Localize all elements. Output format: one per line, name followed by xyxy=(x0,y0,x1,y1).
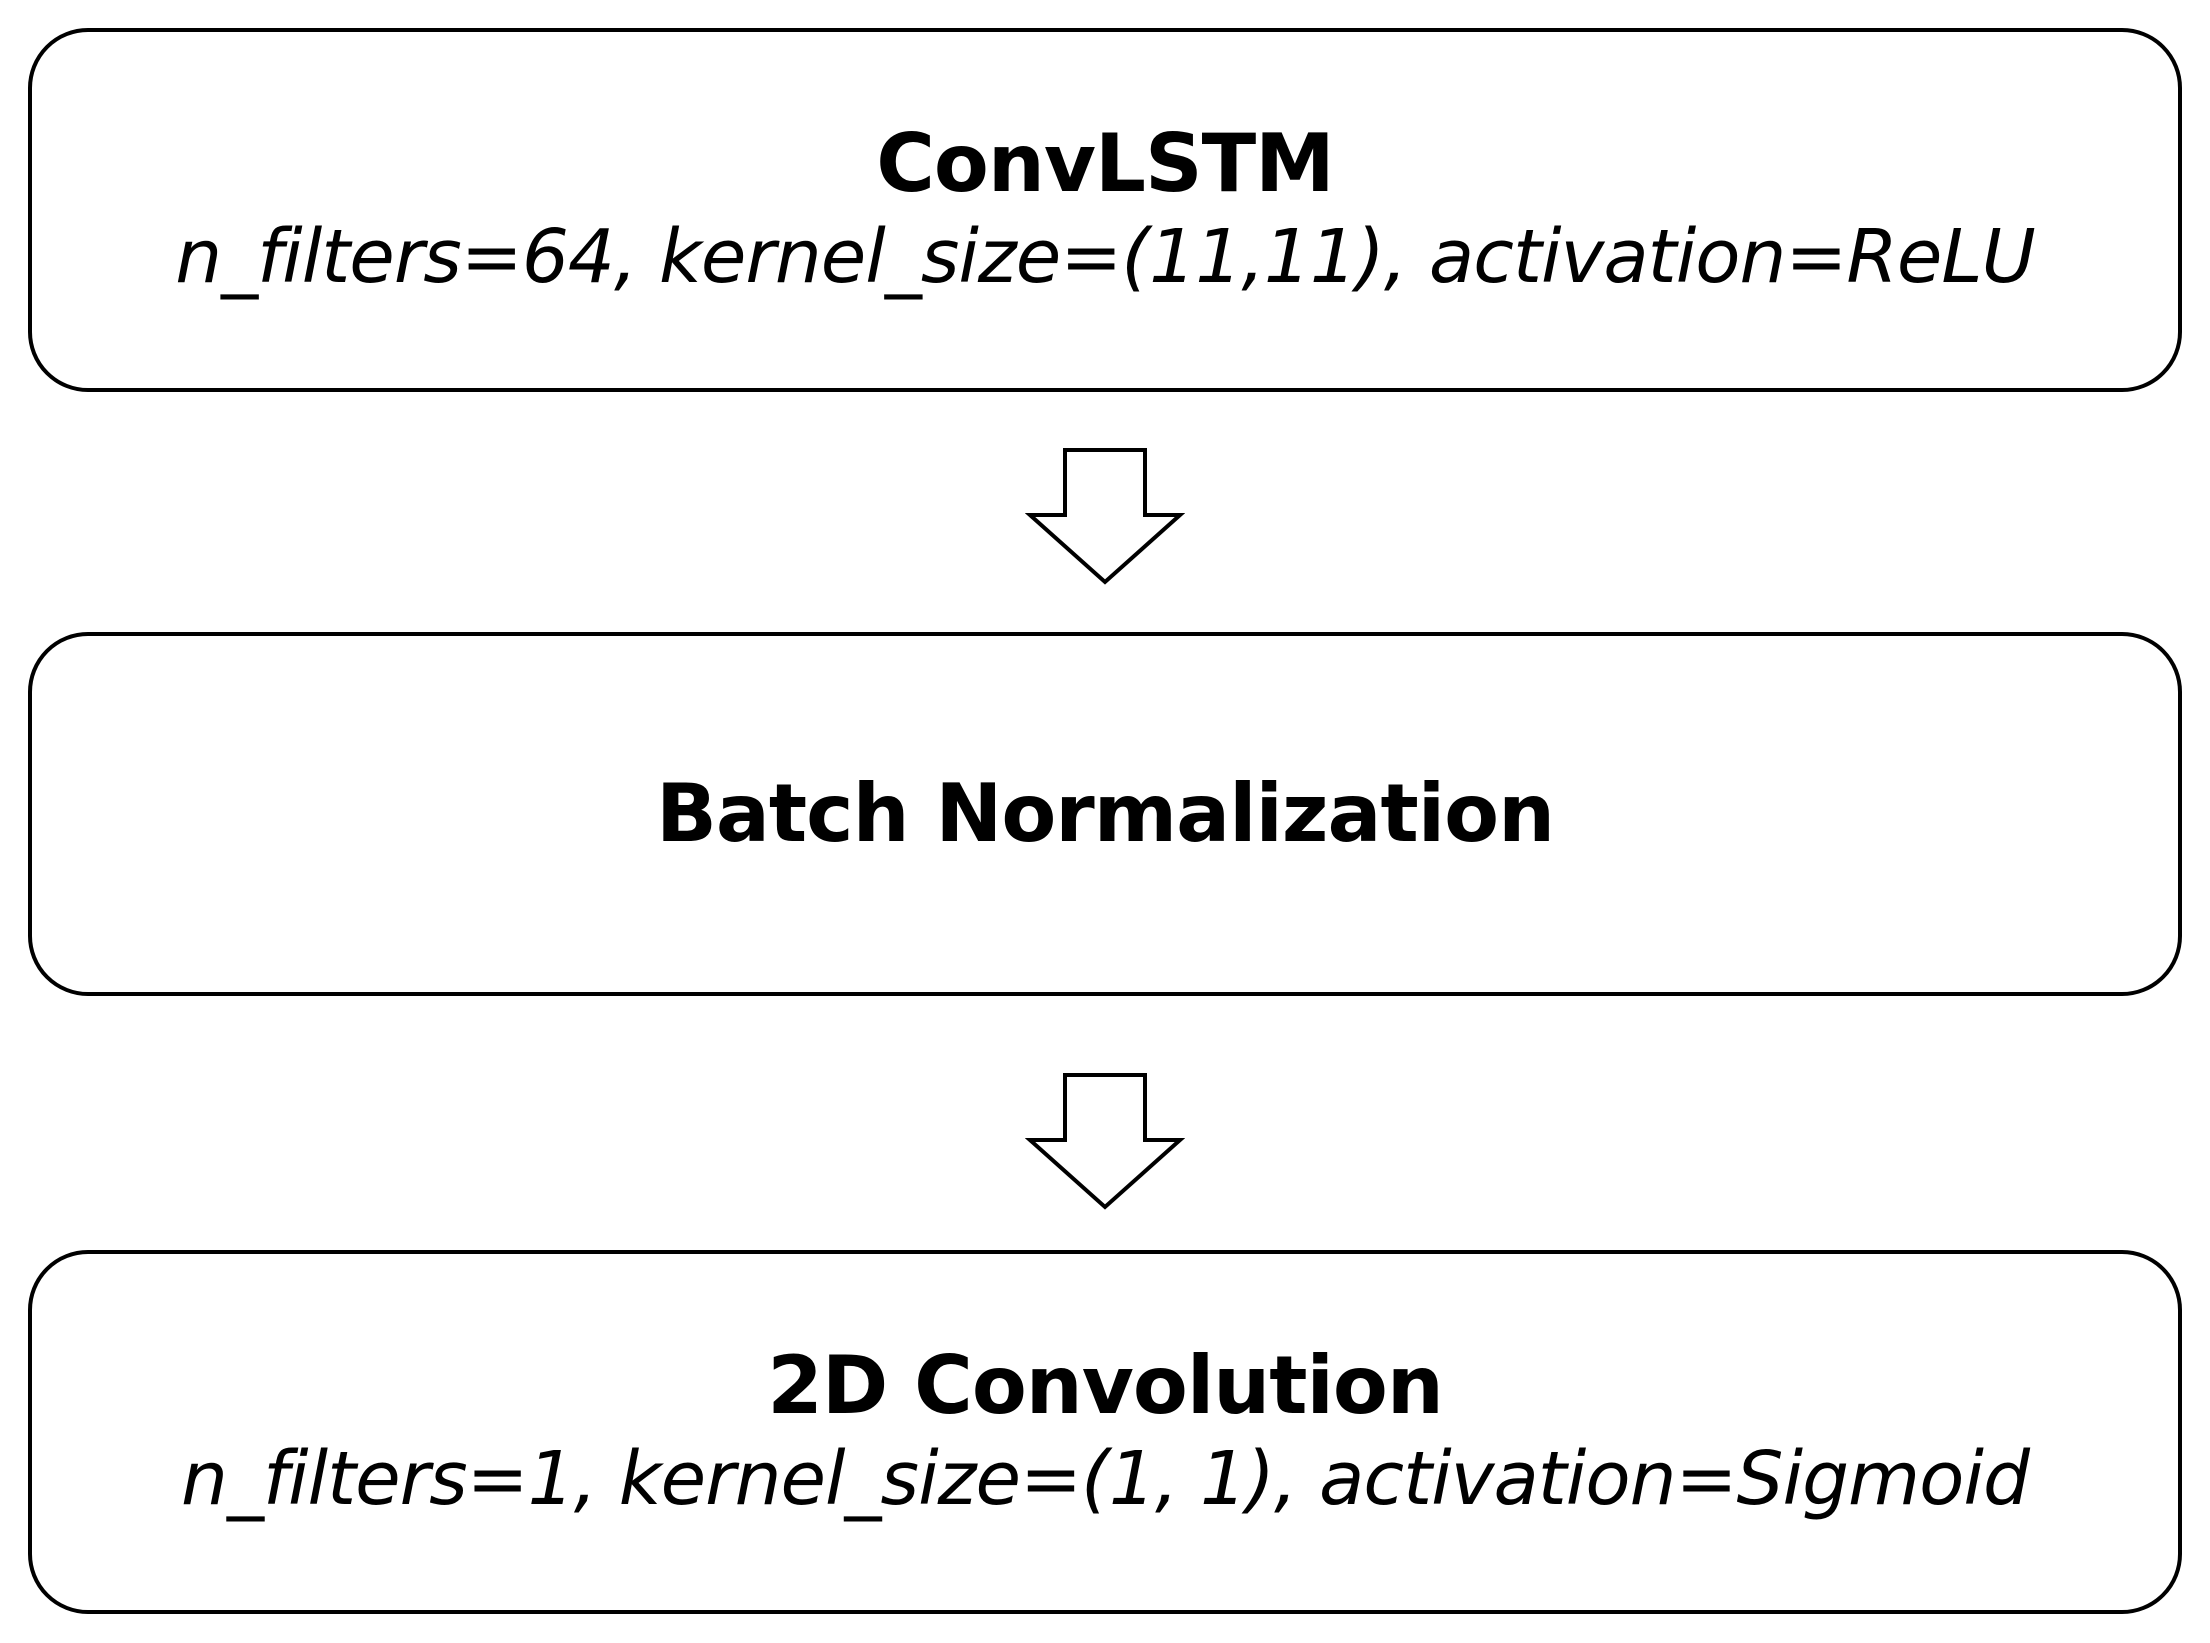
down-arrow-icon xyxy=(1025,1073,1185,1210)
batch-normalization-layer-title: Batch Normalization xyxy=(655,766,1555,860)
convlstm-layer-box: ConvLSTM n_filters=64, kernel_size=(11,1… xyxy=(28,28,2182,392)
conv2d-layer-box: 2D Convolution n_filters=1, kernel_size=… xyxy=(28,1250,2182,1614)
down-arrow-icon xyxy=(1025,448,1185,585)
batch-normalization-layer-box: Batch Normalization xyxy=(28,632,2182,996)
conv2d-layer-params: n_filters=1, kernel_size=(1, 1), activat… xyxy=(181,1435,2030,1522)
convlstm-layer-params: n_filters=64, kernel_size=(11,11), activ… xyxy=(175,213,2036,300)
conv2d-layer-title: 2D Convolution xyxy=(767,1338,1444,1432)
convlstm-layer-title: ConvLSTM xyxy=(876,116,1335,210)
